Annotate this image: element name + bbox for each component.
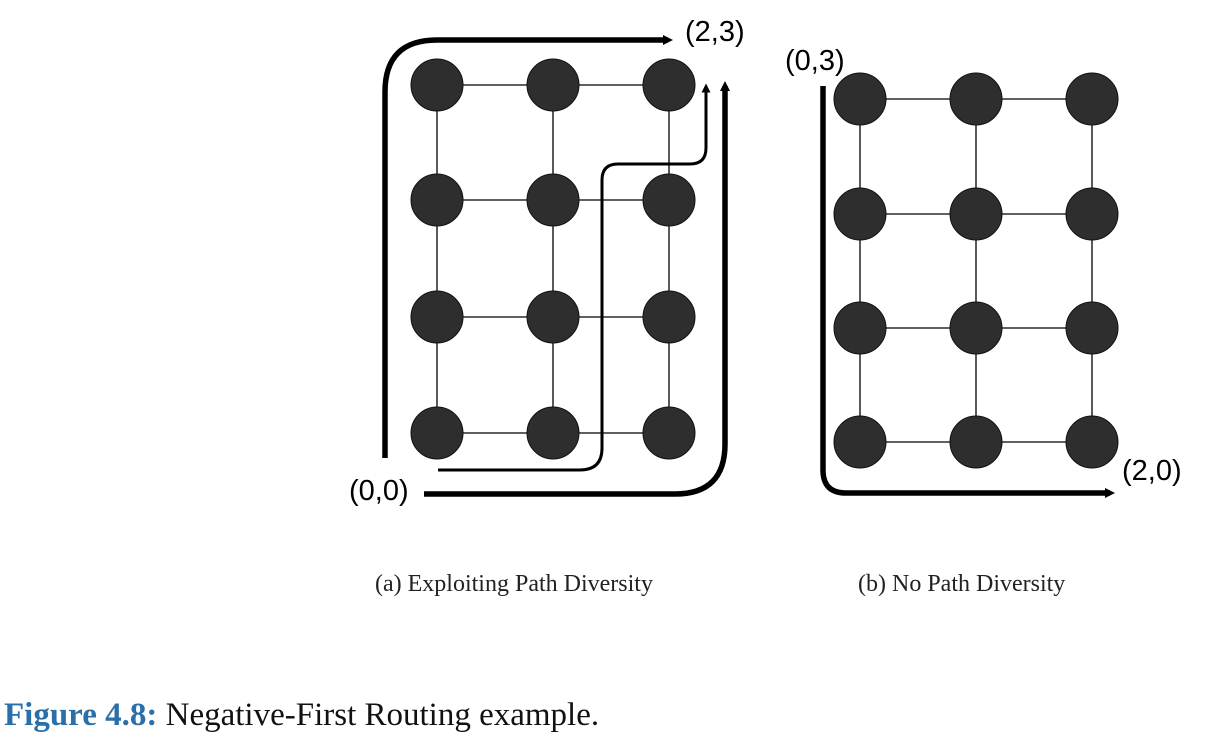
mesh-node [833,415,887,469]
mesh-node [410,290,464,344]
mesh-node [1065,187,1119,241]
mesh-node [410,173,464,227]
mesh-node [410,406,464,460]
route-up-then-right-arrow [382,35,673,458]
mesh-node [642,290,696,344]
mesh-node [949,187,1003,241]
mesh-node [526,406,580,460]
mesh-node [1065,72,1119,126]
panel-a-mesh [410,58,696,460]
panel-a-destination-label: (2,3) [685,16,745,48]
panel-b-caption: (b) No Path Diversity [858,571,1065,597]
mesh-node [526,290,580,344]
mesh-node [949,72,1003,126]
mesh-node [833,187,887,241]
route-down-then-right-arrow [820,86,1115,498]
mesh-node [949,415,1003,469]
route-right-then-up-arrow [424,81,730,497]
mesh-node [1065,415,1119,469]
mesh-node [526,58,580,112]
figure-caption: Figure 4.8: Negative-First Routing examp… [4,697,599,734]
figure-caption-text: Negative-First Routing example. [165,697,600,733]
route-staircase-arrow [438,83,711,472]
panel-b-origin-label: (0,3) [785,45,845,77]
panel-b-routes [820,86,1115,498]
mesh-node [642,173,696,227]
mesh-node [833,301,887,355]
mesh-node [410,58,464,112]
mesh-node [1065,301,1119,355]
panel-b-mesh [833,72,1119,469]
mesh-node [642,406,696,460]
mesh-node [949,301,1003,355]
mesh-node [642,58,696,112]
panel-a-caption: (a) Exploiting Path Diversity [375,571,653,597]
panel-a-routes [382,35,730,497]
mesh-node [833,72,887,126]
panel-a-origin-label: (0,0) [349,475,409,507]
panel-b-destination-label: (2,0) [1122,455,1182,487]
figure-number: Figure 4.8: [4,697,158,733]
mesh-node [526,173,580,227]
